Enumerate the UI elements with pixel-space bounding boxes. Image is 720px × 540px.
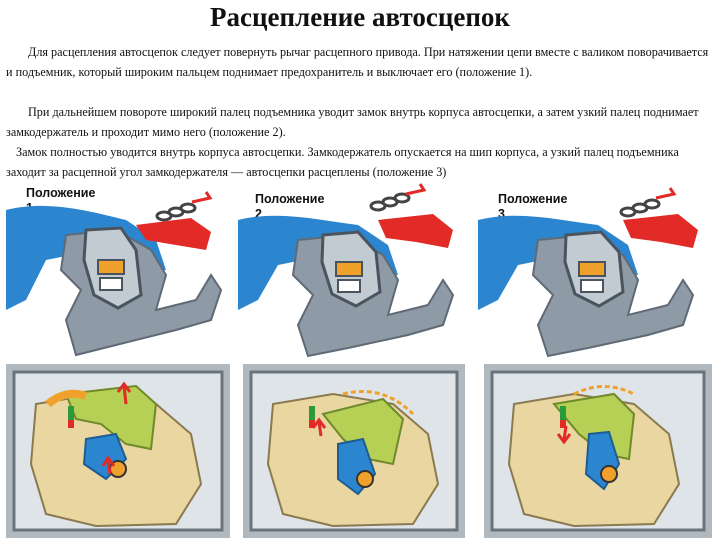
coupler-diagram-2: [238, 180, 466, 358]
mechanism-diagram-3: [484, 364, 712, 538]
coupler-diagram-1: [6, 180, 232, 358]
mechanism-diagram-2: [243, 364, 465, 538]
position-2-label: Положение 2: [255, 192, 325, 221]
position-3-label: Положение 3: [498, 192, 568, 221]
mechanism-diagram-1: [6, 364, 230, 538]
paragraph-2: При дальнейшем повороте широкий палец по…: [6, 105, 699, 139]
coupler-diagram-3: [478, 180, 712, 358]
paragraph-1: Для расцепления автосцепок следует повер…: [6, 45, 709, 79]
paragraph-3: Замок полностью уводится внутрь корпуса …: [6, 145, 679, 179]
page-title: Расцепление автосцепок: [209, 2, 510, 32]
